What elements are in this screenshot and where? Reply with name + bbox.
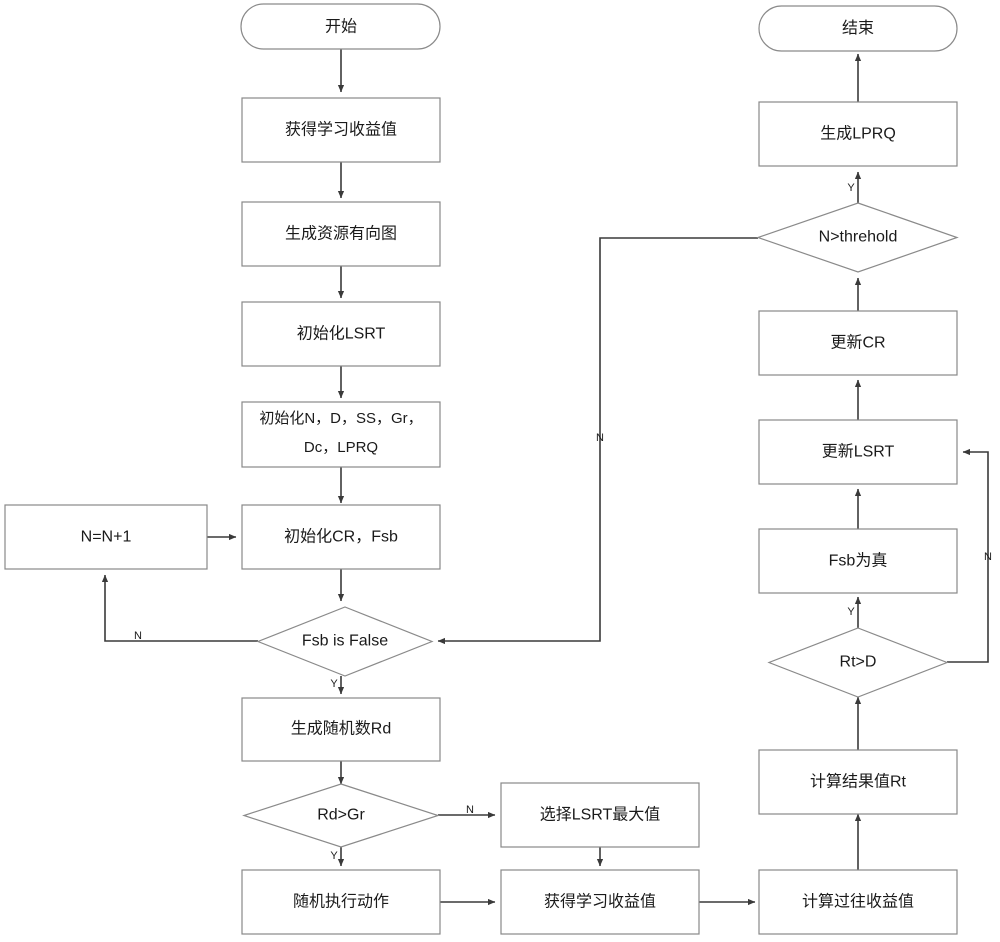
node-rt-gt-d[interactable]: Rt>D	[767, 627, 949, 698]
node-start[interactable]: 开始	[240, 3, 441, 50]
node-fsb-true-label: Fsb为真	[829, 552, 888, 570]
node-update-lsrt[interactable]: 更新LSRT	[758, 419, 958, 485]
node-update-lsrt-label: 更新LSRT	[822, 443, 895, 461]
edge-label-rd-gt-gr-yes: Y	[330, 850, 338, 862]
node-init-cr-fsb-label: 初始化CR，Fsb	[284, 528, 398, 546]
node-n-gt-threhold[interactable]: N>threhold	[756, 202, 959, 273]
node-get-reward-1-label: 获得学习收益值	[285, 121, 397, 139]
node-calc-past-reward[interactable]: 计算过往收益值	[758, 869, 958, 935]
edge-label-rt-gt-d-yes: Y	[847, 606, 855, 618]
node-calc-result-rt-label: 计算结果值Rt	[810, 772, 907, 791]
edges-layer: N Y N Y Y	[101, 48, 992, 906]
edge-label-rt-gt-d-no: N	[984, 551, 992, 563]
node-fsb-true[interactable]: Fsb为真	[758, 528, 958, 594]
node-gen-random-rd-label: 生成随机数Rd	[291, 720, 391, 738]
node-get-reward-2-label: 获得学习收益值	[544, 893, 656, 911]
node-n-gt-threhold-label: N>threhold	[819, 229, 898, 246]
node-update-cr[interactable]: 更新CR	[758, 310, 958, 376]
edge-rt-gt-d-no-to-update-lsrt	[947, 448, 989, 663]
node-select-lsrt-max-label: 选择LSRT最大值	[540, 806, 661, 824]
node-fsb-is-false[interactable]: Fsb is False	[256, 606, 434, 677]
node-end-label: 结束	[842, 19, 874, 37]
node-init-lsrt-label: 初始化LSRT	[297, 325, 386, 343]
node-rd-gt-gr-label: Rd>Gr	[317, 807, 365, 824]
node-gen-resource-graph-label: 生成资源有向图	[285, 225, 397, 243]
node-n-increment-label: N=N+1	[81, 529, 132, 546]
nodes-layer: 开始 获得学习收益值 生成资源有向图 初始化LSRT 初始化N，D，SS，Gr，	[4, 3, 959, 935]
edge-label-fsb-yes: Y	[330, 678, 338, 690]
node-init-params-label-line2: Dc，LPRQ	[304, 439, 378, 456]
node-select-lsrt-max[interactable]: 选择LSRT最大值	[500, 782, 700, 848]
node-rt-gt-d-label: Rt>D	[840, 654, 877, 671]
edge-label-n-gt-threhold-no: N	[596, 432, 604, 444]
node-update-cr-label: 更新CR	[830, 334, 885, 352]
node-gen-random-rd[interactable]: 生成随机数Rd	[241, 697, 441, 762]
node-init-lsrt[interactable]: 初始化LSRT	[241, 301, 441, 367]
edge-label-n-gt-threhold-yes: Y	[847, 182, 855, 194]
node-init-params[interactable]: 初始化N，D，SS，Gr， Dc，LPRQ	[241, 401, 441, 468]
edge-n-gt-threhold-no-to-fsb-decision	[437, 237, 758, 645]
edge-fsb-decision-no-to-n-increment	[101, 574, 258, 642]
node-get-reward-2[interactable]: 获得学习收益值	[500, 869, 700, 935]
edge-label-rd-gt-gr-no: N	[466, 804, 474, 816]
node-n-increment[interactable]: N=N+1	[4, 504, 208, 570]
node-fsb-is-false-label: Fsb is False	[302, 633, 388, 650]
node-start-label: 开始	[325, 18, 357, 36]
node-init-cr-fsb[interactable]: 初始化CR，Fsb	[241, 504, 441, 570]
node-rd-gt-gr[interactable]: Rd>Gr	[242, 783, 440, 848]
node-end[interactable]: 结束	[758, 5, 958, 52]
node-gen-lprq-label: 生成LPRQ	[820, 125, 896, 143]
node-gen-resource-graph[interactable]: 生成资源有向图	[241, 201, 441, 267]
node-random-action[interactable]: 随机执行动作	[241, 869, 441, 935]
node-calc-past-reward-label: 计算过往收益值	[802, 892, 914, 911]
edge-label-fsb-no: N	[134, 630, 142, 642]
node-calc-result-rt[interactable]: 计算结果值Rt	[758, 749, 958, 815]
node-gen-lprq[interactable]: 生成LPRQ	[758, 101, 958, 167]
node-get-reward-1[interactable]: 获得学习收益值	[241, 97, 441, 163]
node-random-action-label: 随机执行动作	[293, 893, 389, 911]
node-init-params-label-line1: 初始化N，D，SS，Gr，	[259, 410, 422, 427]
